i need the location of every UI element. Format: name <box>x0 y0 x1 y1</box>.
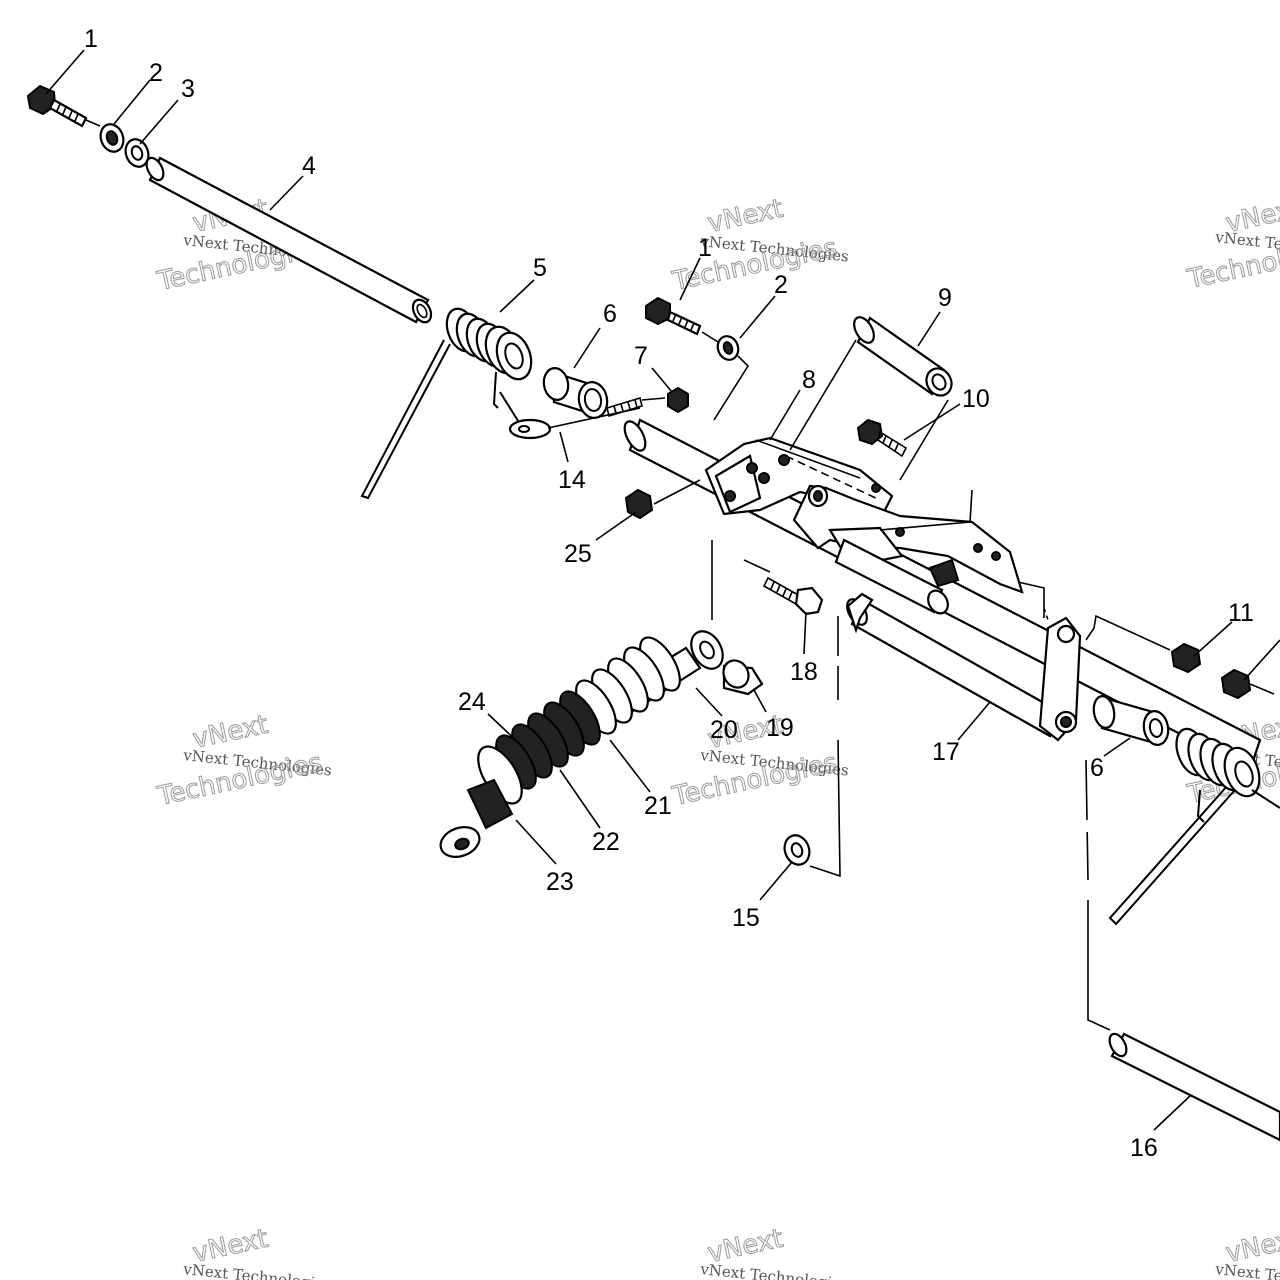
part-bolt-1b <box>645 296 719 343</box>
part-washer-15 <box>783 834 811 866</box>
callout-3: 3 <box>181 75 195 103</box>
callout-5: 5 <box>533 254 547 282</box>
callout-14: 14 <box>558 466 586 494</box>
callout-1: 1 <box>698 234 712 262</box>
part-washer-2b <box>713 335 750 421</box>
callout-2: 2 <box>774 271 788 299</box>
callout-25: 25 <box>564 540 592 568</box>
part-bolt-1a <box>26 84 101 128</box>
watermark-middle-center: vNext vNext Technologies Technologies <box>669 709 850 812</box>
part-bushing-6b <box>1092 695 1170 746</box>
callout-2: 2 <box>149 59 163 87</box>
callout-9: 9 <box>938 284 952 312</box>
callout-22: 22 <box>592 828 620 856</box>
callout-23: 23 <box>546 868 574 896</box>
part-bolt-10 <box>856 418 908 458</box>
part-cross-shaft-17 <box>846 592 1082 742</box>
part-spring-5 <box>360 307 641 500</box>
callout-18: 18 <box>790 658 818 686</box>
callout-19: 19 <box>766 714 794 742</box>
watermark-text: vNext <box>705 194 786 239</box>
part-washer-3 <box>124 138 150 168</box>
part-tube-4 <box>145 156 433 324</box>
part-nut-25 <box>624 479 701 520</box>
callout-leaders <box>45 49 1280 1131</box>
callout-8: 8 <box>802 366 816 394</box>
callout-6: 6 <box>1090 754 1104 782</box>
watermark-middle-left: vNext vNext Technologies Technologies <box>154 709 333 812</box>
shock-coils <box>477 636 681 805</box>
callout-21: 21 <box>644 792 672 820</box>
watermark-text: vNext Technologies <box>182 1260 333 1280</box>
part-bolt-18 <box>743 559 824 616</box>
callout-10: 10 <box>962 385 990 413</box>
watermark-top-right: vNext vNext Technologies Technologies <box>1184 193 1280 295</box>
callout-15: 15 <box>732 904 760 932</box>
watermark-bottom-center: vNext vNext Technologies <box>699 1223 850 1280</box>
watermark-top-center: vNext vNext Technologies Technologies <box>669 193 850 297</box>
callout-7: 7 <box>634 342 648 370</box>
part-rear-arm <box>792 484 1045 618</box>
part-nut-7 <box>606 386 689 418</box>
part-shock-absorber <box>439 630 764 858</box>
callout-1: 1 <box>84 25 98 53</box>
callout-4: 4 <box>302 152 316 180</box>
callout-6: 6 <box>603 300 617 328</box>
callout-numbers: 1 2 3 4 5 1 2 6 7 8 9 10 14 25 18 11 24 … <box>84 25 1254 1162</box>
callout-24: 24 <box>458 688 486 716</box>
watermark-bottom-right: vNext vNext Technologies <box>1214 1223 1280 1280</box>
watermark-text: vNext Technologies <box>1214 1260 1280 1280</box>
watermark-text: vNext Technologies <box>699 1260 850 1280</box>
callout-16: 16 <box>1130 1134 1158 1162</box>
watermark-bottom-left: vNext vNext Technologies <box>182 1223 333 1280</box>
leader-lines <box>711 540 1171 1031</box>
part-nut-11 <box>1170 642 1275 700</box>
part-rod-16 <box>1108 1032 1280 1142</box>
callout-17: 17 <box>932 738 960 766</box>
part-washer-2a <box>99 123 125 153</box>
part-bushing-6a <box>542 367 609 419</box>
part-roller-9 <box>789 316 953 481</box>
callout-20: 20 <box>710 716 738 744</box>
part-spring-right <box>1108 727 1280 926</box>
callout-11: 11 <box>1228 599 1254 627</box>
